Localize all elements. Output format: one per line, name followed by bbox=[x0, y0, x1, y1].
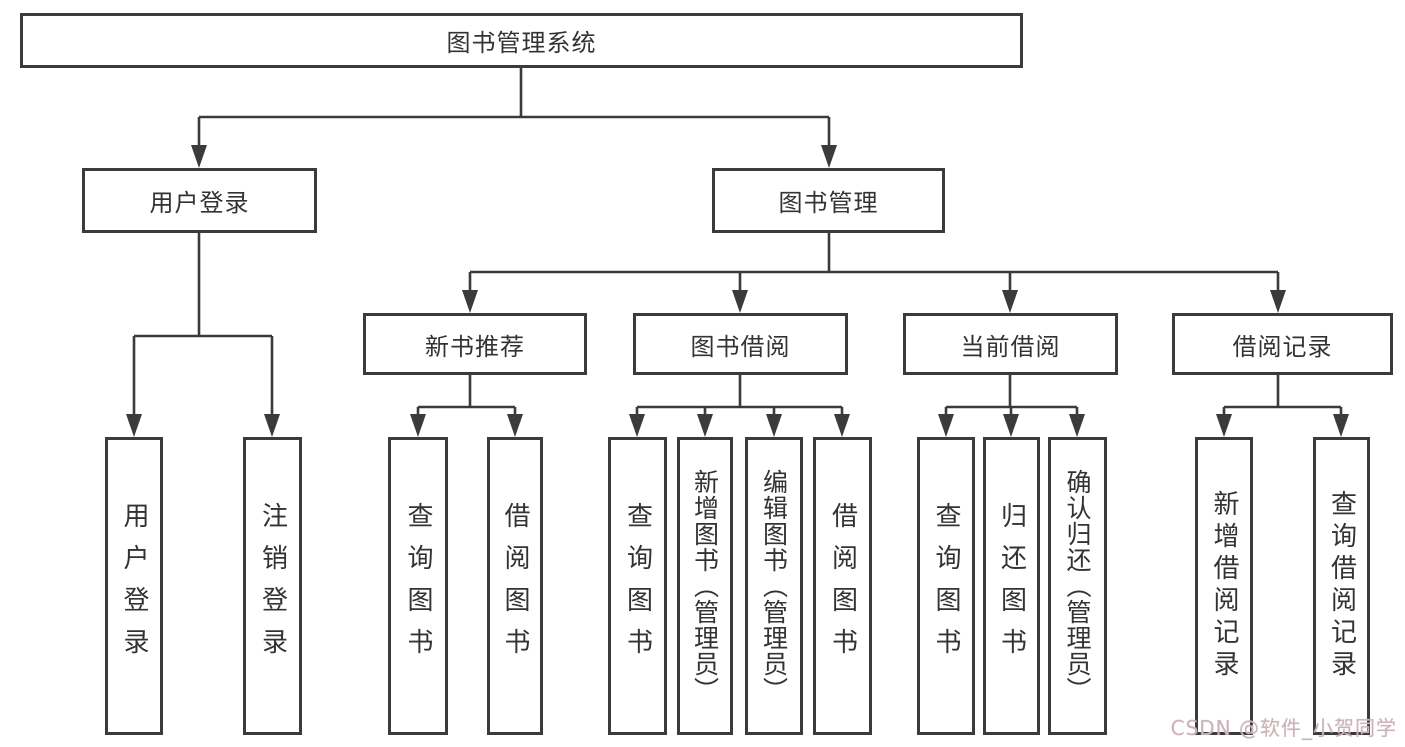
leaf-label: 查询图书 bbox=[622, 502, 653, 670]
leaf-label: 新增借阅记录 bbox=[1209, 490, 1239, 682]
leaf-label: 用户登录 bbox=[119, 502, 149, 670]
node-book-management: 图书管理 bbox=[712, 168, 945, 233]
node-library-management-system: 图书管理系统 bbox=[20, 13, 1023, 68]
node-label: 新书推荐 bbox=[425, 332, 525, 361]
leaf-confirm-return-admin: 确认归还（管理员） bbox=[1048, 437, 1107, 735]
leaf-query-borrow-record: 查询借阅记录 bbox=[1313, 437, 1370, 735]
leaf-label: 查询图书 bbox=[931, 502, 961, 670]
leaf-label: 查询图书 bbox=[403, 502, 433, 670]
leaf-label: 编辑图书（管理员） bbox=[759, 469, 789, 703]
leaf-edit-books-admin: 编辑图书（管理员） bbox=[745, 437, 803, 735]
leaf-borrow-books: 借阅图书 bbox=[813, 437, 872, 735]
csdn-watermark: CSDN @软件_小贺同学 bbox=[1170, 716, 1397, 740]
leaf-add-borrow-record: 新增借阅记录 bbox=[1195, 437, 1253, 735]
leaf-label: 归还图书 bbox=[996, 502, 1027, 670]
leaf-label: 借阅图书 bbox=[500, 502, 530, 670]
node-label: 图书管理 bbox=[778, 189, 879, 217]
leaf-label: 查询借阅记录 bbox=[1326, 490, 1357, 682]
leaf-add-books-admin: 新增图书（管理员） bbox=[677, 437, 733, 735]
leaf-borrow-books-recommend: 借阅图书 bbox=[487, 437, 543, 735]
node-current-borrowing: 当前借阅 bbox=[903, 313, 1118, 375]
leaf-return-books: 归还图书 bbox=[983, 437, 1040, 735]
node-label: 当前借阅 bbox=[960, 332, 1061, 361]
node-borrowing-records: 借阅记录 bbox=[1172, 313, 1393, 375]
leaf-user-login: 用户登录 bbox=[105, 437, 163, 735]
node-label: 借阅记录 bbox=[1232, 332, 1333, 361]
leaf-label: 确认归还（管理员） bbox=[1063, 469, 1092, 703]
node-new-book-recommendation: 新书推荐 bbox=[363, 313, 587, 375]
leaf-label: 新增图书（管理员） bbox=[690, 469, 720, 703]
leaf-query-books-current: 查询图书 bbox=[917, 437, 975, 735]
leaf-query-books-borrow: 查询图书 bbox=[608, 437, 667, 735]
node-label: 图书借阅 bbox=[690, 332, 791, 361]
leaf-label: 注销登录 bbox=[257, 502, 288, 670]
node-book-borrowing: 图书借阅 bbox=[633, 313, 848, 375]
leaf-label: 借阅图书 bbox=[827, 502, 858, 670]
node-label: 图书管理系统 bbox=[446, 29, 597, 57]
node-label: 用户登录 bbox=[149, 189, 250, 217]
leaf-logout: 注销登录 bbox=[243, 437, 302, 735]
leaf-query-books-recommend: 查询图书 bbox=[388, 437, 448, 735]
node-user-login: 用户登录 bbox=[82, 168, 317, 233]
